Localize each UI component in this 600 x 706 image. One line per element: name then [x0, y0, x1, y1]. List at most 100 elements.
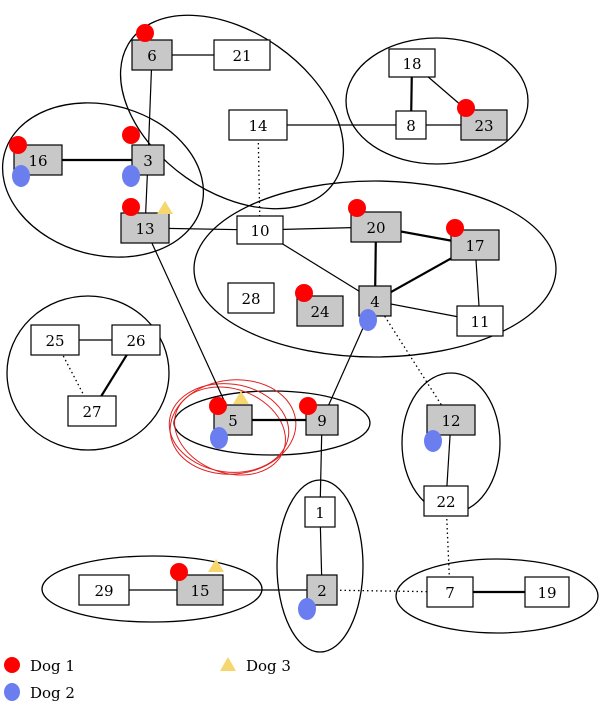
node-label: 9: [317, 412, 327, 430]
node-box: [228, 109, 288, 141]
node-box: [176, 574, 224, 606]
node-13: 13: [120, 212, 170, 244]
node-label: 17: [465, 237, 484, 255]
node-18: 18: [388, 48, 436, 78]
cluster-7-19-ellipse: [395, 558, 599, 634]
node-box: [213, 39, 271, 71]
marker-dog1-node-17: [446, 219, 464, 237]
node-label: 10: [250, 222, 269, 240]
node-box: [227, 282, 275, 314]
highlight-scribble-layer: [168, 379, 297, 476]
node-box: [296, 295, 344, 327]
marker-dog1-node-5: [209, 397, 227, 415]
node-label: 15: [190, 582, 209, 600]
node-box: [131, 39, 173, 71]
node-box: [426, 576, 474, 608]
node-8: 8: [395, 110, 427, 140]
node-box: [120, 212, 170, 244]
node-label: 29: [94, 582, 113, 600]
node-22: 22: [423, 485, 469, 517]
node-label: 21: [232, 47, 251, 65]
node-19: 19: [524, 576, 570, 608]
marker-dog3-node-5: [233, 391, 249, 404]
node-3: 3: [131, 144, 165, 176]
node-20: 20: [350, 211, 402, 243]
node-box: [30, 324, 80, 356]
node-28: 28: [227, 282, 275, 314]
legend-label: Dog 1: [30, 657, 75, 675]
marker-dog3-node-15: [208, 559, 224, 572]
node-box: [78, 574, 130, 606]
marker-dog1-node-24: [295, 284, 313, 302]
marker-dog2-node-5: [210, 427, 228, 449]
cluster-25-26-27-ellipse: [6, 295, 170, 451]
node-label: 25: [45, 332, 64, 350]
node-7: 7: [426, 576, 474, 608]
legend-item-dog3: Dog 3: [220, 657, 291, 675]
node-14: 14: [228, 109, 288, 141]
edge-6-3: [147, 54, 153, 161]
node-label: 12: [441, 412, 460, 430]
edge-13-5: [144, 227, 234, 421]
node-label: 26: [126, 332, 145, 350]
node-label: 23: [474, 117, 493, 135]
legend-label: Dog 2: [30, 684, 75, 702]
node-label: 28: [241, 290, 260, 308]
legend-label: Dog 3: [246, 657, 291, 675]
marker-dog2-node-3: [122, 165, 140, 187]
dog3-icon: [220, 657, 236, 671]
marker-dog1-node-6: [136, 24, 154, 42]
cluster-29-15-ellipse: [41, 555, 263, 623]
node-label: 22: [436, 493, 455, 511]
dog1-icon: [4, 657, 20, 673]
node-label: 19: [537, 584, 556, 602]
node-box: [67, 395, 117, 427]
cluster-center-ellipse: [193, 180, 557, 358]
node-box: [456, 305, 504, 337]
node-box: [350, 211, 402, 243]
node-box: [423, 485, 469, 517]
edge-14-10: [257, 124, 261, 231]
node-label: 20: [366, 219, 385, 237]
node-box: [395, 110, 427, 140]
node-29: 29: [78, 574, 130, 606]
node-15: 15: [176, 574, 224, 606]
node-10: 10: [236, 215, 284, 245]
marker-layer: [9, 24, 475, 620]
marker-dog3-node-13: [157, 201, 173, 214]
cluster-16-3-13-ellipse: [1, 102, 205, 258]
marker-dog1-node-15: [170, 563, 188, 581]
node-11: 11: [456, 305, 504, 337]
node-label: 27: [82, 403, 101, 421]
node-label: 13: [135, 220, 154, 238]
node-26: 26: [111, 324, 161, 356]
cluster-18-8-23-ellipse: [345, 37, 529, 165]
marker-dog2-node-4: [359, 309, 377, 331]
node-12: 12: [426, 404, 476, 436]
node-box: [426, 404, 476, 436]
node-1: 1: [304, 496, 336, 528]
highlight-scribble-3: [174, 386, 286, 476]
node-27: 27: [67, 395, 117, 427]
cluster-layer: [1, 14, 599, 653]
edge-22-7: [445, 500, 451, 593]
marker-dog2-node-16: [12, 165, 30, 187]
node-label: 8: [406, 117, 416, 135]
legend-item-dog1: Dog 1: [4, 657, 75, 675]
cluster-1-2-ellipse: [276, 479, 364, 653]
marker-dog1-node-9: [299, 397, 317, 415]
marker-dog1-node-16: [9, 136, 27, 154]
node-label: 7: [445, 584, 455, 602]
node-box: [388, 48, 436, 78]
edge-2-7: [321, 589, 451, 593]
marker-dog1-node-20: [348, 199, 366, 217]
node-24: 24: [296, 295, 344, 327]
node-box: [524, 576, 570, 608]
node-label: 11: [470, 313, 489, 331]
legend: Dog 1 Dog 2 Dog 3: [4, 657, 291, 702]
highlight-scribble-1: [168, 383, 290, 473]
node-box: [304, 496, 336, 528]
marker-dog1-node-3: [122, 126, 140, 144]
node-label: 14: [248, 117, 267, 135]
